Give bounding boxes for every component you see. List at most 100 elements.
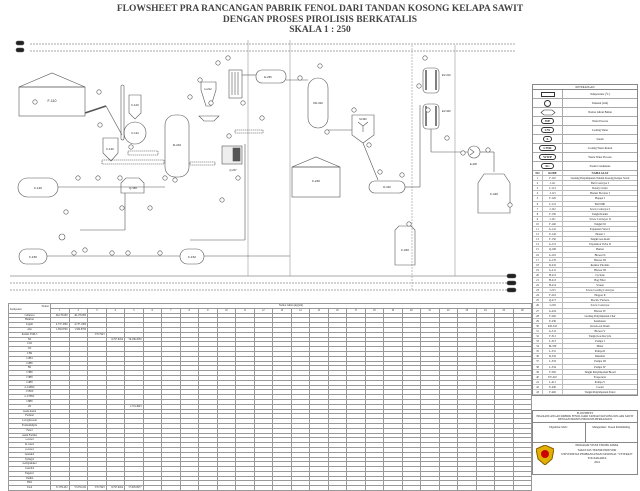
instrument-bubble-icon: [377, 169, 383, 175]
tank-f150: F-150: [18, 248, 48, 265]
legend-symbol-icon: S: [533, 135, 563, 143]
svg-text:F-240: F-240: [312, 179, 320, 183]
tb-subtitle: PRA RANCANGAN PABRIK FENOL DARI TANDAN K…: [536, 415, 634, 421]
instrument-bubble-icon: [208, 100, 214, 106]
stream-value: [475, 485, 495, 491]
stream-value: [161, 485, 181, 491]
tank-f140: F-140: [17, 177, 59, 198]
legend-symbol-text: Water Process: [592, 119, 608, 123]
svg-text:EV-410: EV-410: [442, 73, 451, 77]
stream-value: [309, 485, 329, 491]
svg-text:F-120: F-120: [131, 103, 139, 107]
stream-value: [364, 485, 384, 491]
utility-tag: WP: [510, 275, 514, 278]
cyclone-h212: H-212: [200, 81, 217, 107]
utility-tag: S: [19, 49, 21, 52]
instrument-bubble-icon: [117, 175, 123, 181]
col-code: KODE: [543, 171, 563, 176]
legend-symbol-text: Steam Condensate: [589, 164, 611, 168]
instrument-bubble-icon: [157, 250, 163, 256]
svg-text:Q-160: Q-160: [129, 186, 137, 190]
instrument-bubble-icon: [366, 142, 372, 148]
tank-f152: F-152: [179, 248, 205, 265]
svg-text:F-110: F-110: [48, 99, 57, 103]
instrument-bubble-icon: [485, 147, 491, 153]
svg-text:D-332: D-332: [383, 185, 391, 189]
instrument-bubble-icon: [71, 250, 77, 256]
instrument-bubble-icon: [219, 197, 225, 203]
svg-text:F-140: F-140: [34, 186, 42, 190]
mixer-m330: M-330: [351, 114, 375, 144]
stream-value: 57,079.432: [50, 485, 70, 491]
tb-approved-by: Mengetahui : Dosen Pembimbing: [592, 426, 631, 429]
tb-program: PROGRAM STUDI TEKNIK KIMIA: [575, 444, 619, 448]
legend-symbol-icon: [533, 90, 563, 98]
stream-value: [253, 485, 273, 491]
evaporator-ev410: EV-410: [422, 67, 451, 94]
stream-value: [346, 485, 366, 491]
utility-tag: CWR: [509, 282, 515, 285]
cooler-e430: E-430: [467, 145, 481, 166]
table-row: Formaldehyde: [8, 422, 532, 429]
stream-value: [290, 485, 310, 491]
table-row: C6H6: [8, 398, 532, 405]
instrument-bubble-icon: [444, 135, 450, 141]
screw-conveyor: [127, 150, 159, 156]
instrument-bubble-icon: [119, 205, 125, 211]
drawing-title: FLOWSHEET PRA RANCANGAN PABRIK FENOL DAR…: [0, 4, 640, 36]
stream-value: [235, 485, 255, 491]
svg-text:KD-310: KD-310: [313, 101, 323, 105]
legend-symbol-text: Waste Water Process: [588, 155, 612, 159]
tb-faculty: FAKULTAS TEKNIK INDUSTRI: [577, 448, 617, 452]
stream-value: [438, 485, 458, 491]
legend-symbol-text: Cooling Water Return: [587, 146, 613, 150]
instrument-bubble-icon: [95, 175, 101, 181]
table-row: C2H4: [8, 355, 532, 362]
instrument-bubble-icon: [324, 129, 330, 135]
legend-header: KETERANGAN: [533, 85, 637, 90]
svg-text:EV-420: EV-420: [442, 109, 451, 113]
stream-value: 57,905.6977: [124, 485, 144, 491]
svg-text:Q-207: Q-207: [229, 168, 237, 172]
instrument-bubble-icon: [82, 247, 88, 253]
stream-value: 570.7943: [87, 485, 107, 491]
tb-university: UNIVERSITAS PEMBANGUNAN NASIONAL "VETERA…: [561, 452, 633, 456]
svg-text:C-121: C-121: [131, 131, 139, 135]
legend-symbol-text: Temperature (°C): [590, 92, 610, 96]
instrument-bubble-icon: [109, 250, 115, 256]
utility-tag: CW: [18, 42, 23, 45]
instrument-bubble-icon: [460, 150, 466, 156]
svg-text:M-330: M-330: [359, 117, 367, 121]
instrument-bubble-icon: [32, 99, 38, 105]
instrument-bubble-icon: [172, 177, 178, 183]
table-row: C2H6: [8, 360, 532, 367]
svg-text:E-230: E-230: [264, 75, 272, 79]
legend-symbol-icon: [533, 99, 563, 107]
legend-symbol-text: Cooling Water: [591, 128, 609, 132]
stream-value: [216, 485, 236, 491]
warehouse-f240: F-240: [291, 156, 341, 198]
